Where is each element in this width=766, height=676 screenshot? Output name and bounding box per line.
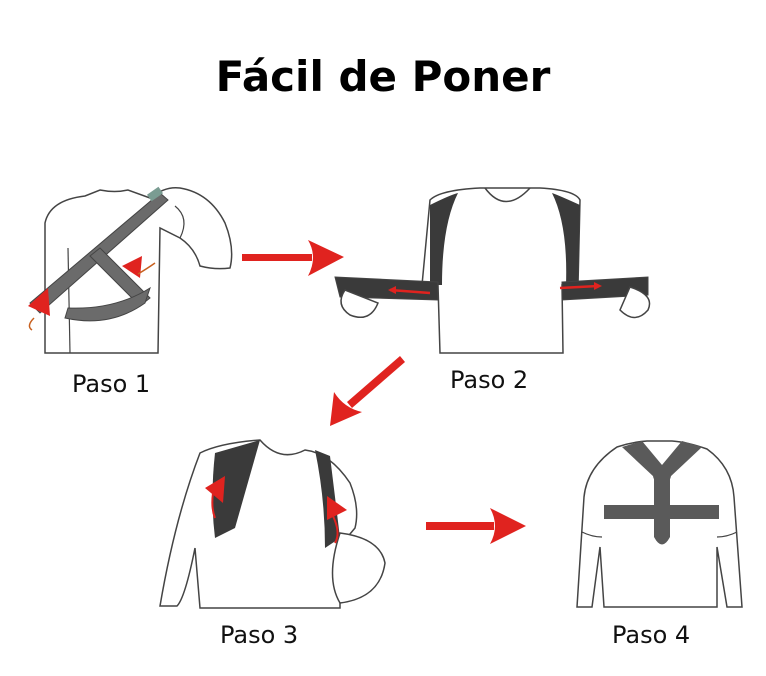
- step4-label: Paso 4: [612, 621, 691, 649]
- step4-illustration: [572, 437, 747, 612]
- step2-label: Paso 2: [450, 366, 529, 394]
- step3-illustration: [155, 438, 395, 613]
- step1-illustration: [20, 178, 240, 358]
- right-arrow-icon: [424, 506, 528, 546]
- step3-label: Paso 3: [220, 621, 299, 649]
- page-title: Fácil de Poner: [215, 52, 551, 101]
- down-left-arrow-icon: [322, 352, 406, 428]
- right-arrow-icon: [240, 238, 346, 278]
- step2-illustration: [330, 185, 660, 355]
- step1-label: Paso 1: [72, 370, 151, 398]
